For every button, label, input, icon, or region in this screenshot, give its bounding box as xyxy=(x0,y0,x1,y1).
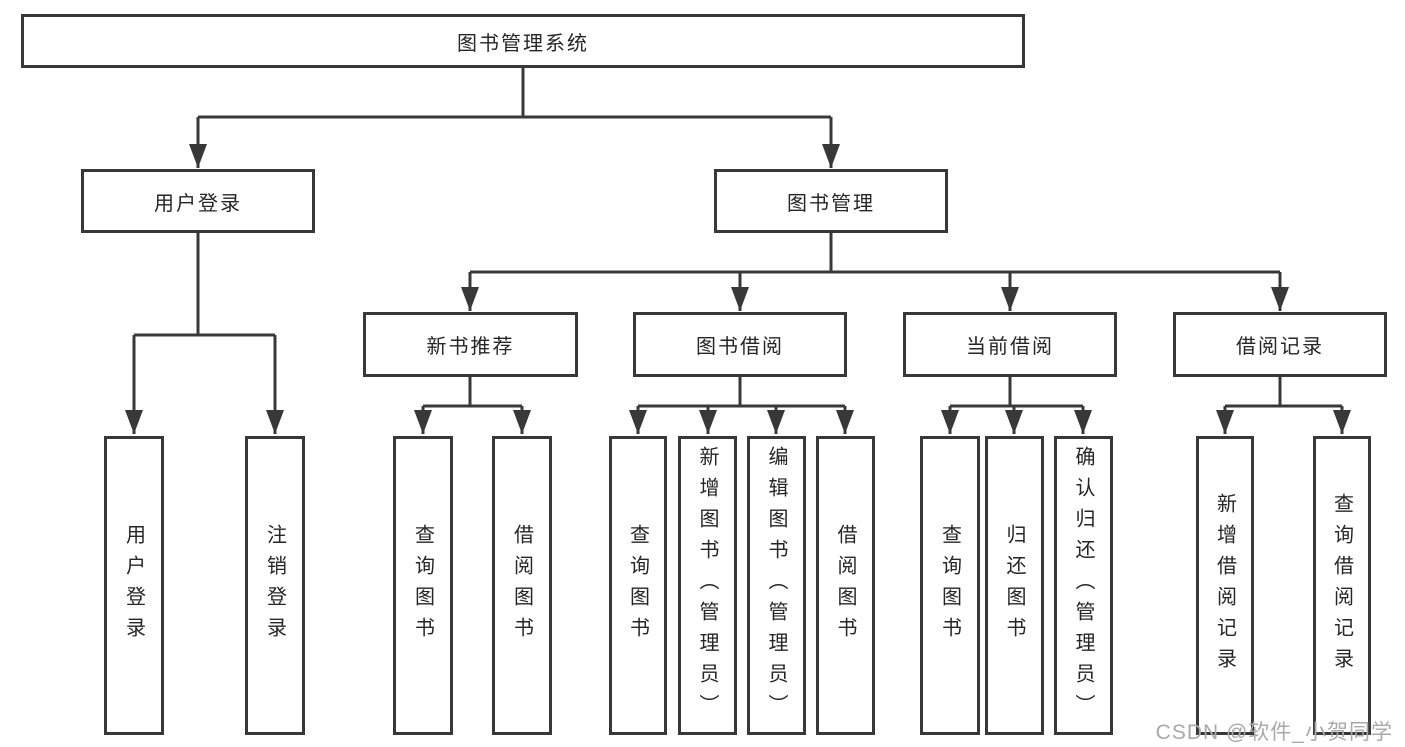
node-label: 新书推荐 xyxy=(426,336,515,358)
arrowhead-down-icon xyxy=(513,410,531,434)
leaf-edit-books-admin: 编辑图书（管理员） xyxy=(747,436,806,735)
arrowhead-down-icon xyxy=(941,410,959,434)
node-label: 查询图书 xyxy=(626,523,649,648)
arrowhead-down-icon xyxy=(836,410,854,434)
connector-new-book-to-leaves xyxy=(421,377,524,434)
node-root-system: 图书管理系统 xyxy=(21,14,1025,68)
leaf-query-books-borrowing: 查询图书 xyxy=(609,436,667,735)
node-label: 查询图书 xyxy=(938,523,961,648)
node-label: 当前借阅 xyxy=(966,336,1054,358)
arrowhead-down-icon xyxy=(461,287,479,311)
leaf-confirm-return-admin: 确认归还（管理员） xyxy=(1054,436,1113,735)
node-label: 用户登录 xyxy=(154,192,242,215)
arrowhead-down-icon xyxy=(1001,287,1019,311)
arrowhead-down-icon xyxy=(699,410,717,434)
node-label: 注销登录 xyxy=(263,523,286,648)
arrowhead-down-icon xyxy=(1216,410,1234,434)
arrowhead-down-icon xyxy=(731,287,749,311)
node-label: 借阅记录 xyxy=(1236,336,1324,358)
leaf-borrow-books-recommend: 借阅图书 xyxy=(492,436,552,735)
node-borrow-records: 借阅记录 xyxy=(1173,312,1387,377)
node-label: 归还图书 xyxy=(1003,523,1025,648)
node-book-borrowing: 图书借阅 xyxy=(633,312,847,377)
connector-user-login-to-leaves xyxy=(132,233,277,434)
arrowhead-down-icon xyxy=(767,410,785,434)
leaf-query-books-recommend: 查询图书 xyxy=(393,436,453,735)
arrowheads xyxy=(125,144,1351,434)
leaf-add-borrow-record: 新增借阅记录 xyxy=(1196,436,1254,735)
arrowhead-down-icon xyxy=(1271,287,1289,311)
node-label: 查询图书 xyxy=(411,523,434,648)
leaf-return-books: 归还图书 xyxy=(985,436,1044,735)
node-label: 借阅图书 xyxy=(834,523,856,648)
node-user-login: 用户登录 xyxy=(81,169,315,233)
arrowhead-down-icon xyxy=(414,410,432,434)
leaf-query-borrow-record: 查询借阅记录 xyxy=(1313,436,1371,735)
arrowhead-down-icon xyxy=(125,410,143,434)
node-new-book-recommendation: 新书推荐 xyxy=(363,312,578,377)
leaf-borrow-books-borrowing: 借阅图书 xyxy=(816,436,875,735)
arrowhead-down-icon xyxy=(1005,410,1023,434)
leaf-logout: 注销登录 xyxy=(245,436,305,735)
node-label: 图书管理 xyxy=(787,192,875,215)
connector-book-management-to-level3 xyxy=(468,233,1282,311)
csdn-watermark: CSDN @软件_小贺同学 xyxy=(1155,721,1393,744)
leaf-add-books-admin: 新增图书（管理员） xyxy=(678,436,737,735)
node-label: 图书借阅 xyxy=(696,336,784,358)
connector-book-borrowing-to-leaves xyxy=(636,377,847,434)
node-label: 新增图书（管理员） xyxy=(696,446,718,725)
arrowhead-down-icon xyxy=(629,410,647,434)
arrowhead-down-icon xyxy=(1074,410,1092,434)
node-label: 借阅图书 xyxy=(510,523,533,648)
node-label: 用户登录 xyxy=(122,523,145,648)
arrowhead-down-icon xyxy=(266,410,284,434)
arrowhead-down-icon xyxy=(189,144,207,168)
node-current-borrowing: 当前借阅 xyxy=(903,312,1117,377)
connector-borrow-records-to-leaves xyxy=(1223,377,1344,434)
arrowhead-down-icon xyxy=(822,144,840,168)
arrowhead-down-icon xyxy=(1333,410,1351,434)
node-label: 查询借阅记录 xyxy=(1330,492,1353,679)
node-label: 新增借阅记录 xyxy=(1213,492,1236,679)
leaf-user-login: 用户登录 xyxy=(104,436,164,735)
node-label: 确认归还（管理员） xyxy=(1072,446,1094,725)
leaf-query-books-current: 查询图书 xyxy=(920,436,980,735)
connector-root-to-level2 xyxy=(196,68,833,168)
node-book-management: 图书管理 xyxy=(714,169,948,233)
node-label: 编辑图书（管理员） xyxy=(765,446,787,725)
node-label: 图书管理系统 xyxy=(457,32,589,55)
